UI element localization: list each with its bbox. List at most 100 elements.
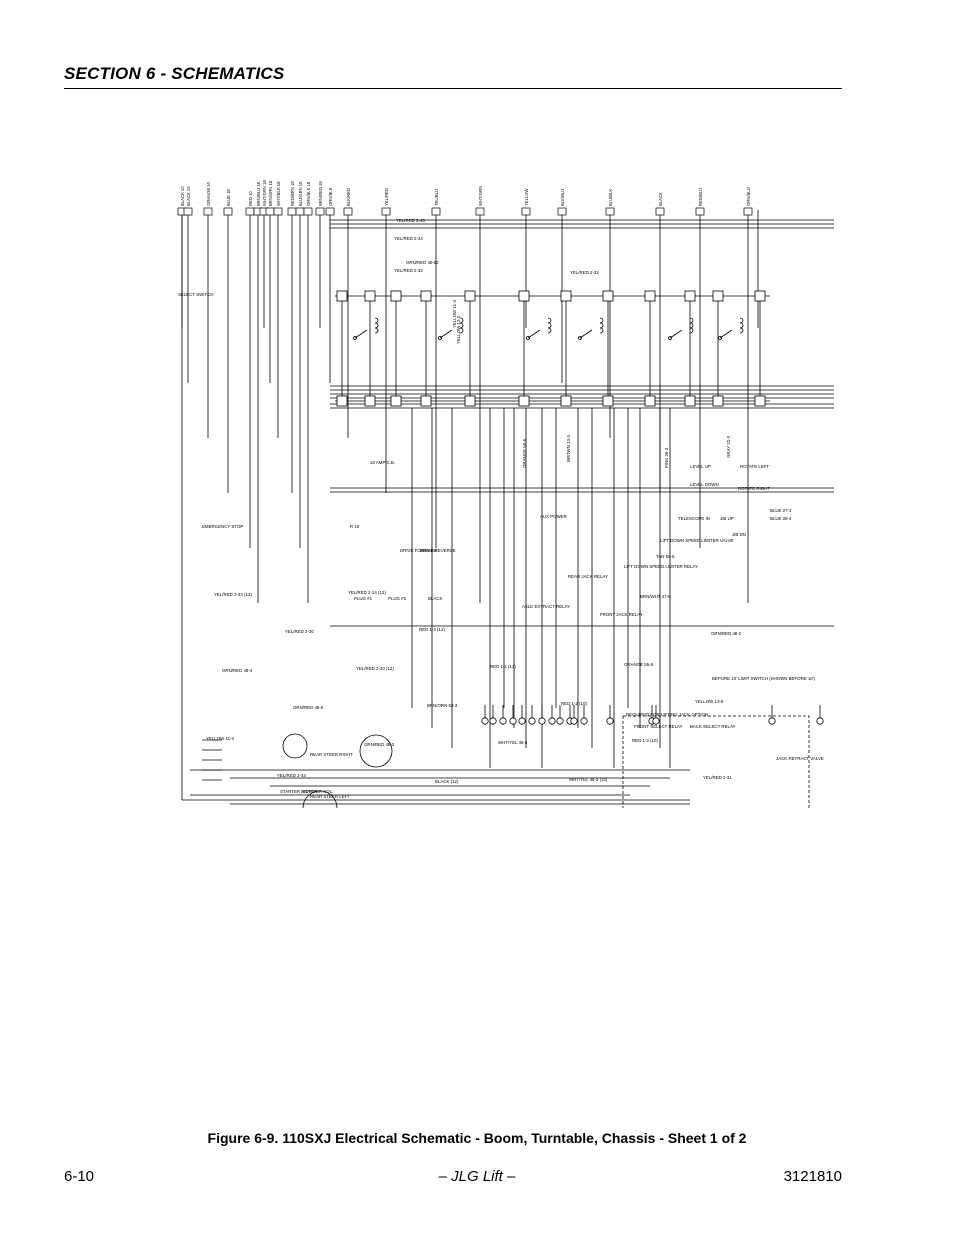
- wire-label: ORN/RED 40-52: [406, 260, 439, 265]
- connector-label: WHT/GRN 18: [262, 180, 267, 206]
- relay-coil: [739, 317, 744, 324]
- wire-label: YELLOW 11-3: [206, 736, 235, 741]
- wire-label: YEL/RED 2-34: [394, 236, 423, 241]
- terminal-box: [560, 290, 572, 302]
- device-label: FRONT JACK RELAY: [600, 612, 643, 617]
- wire-label: RED 1-1 (12): [490, 664, 516, 669]
- wire-label: ORANGE 55-5: [624, 662, 654, 667]
- relay-coil: [374, 327, 379, 334]
- terminal-post: [509, 717, 517, 725]
- connector-label: BLACK 13: [186, 186, 191, 206]
- wire-label: YEL/RED 2-22: [570, 270, 599, 275]
- connector-pin: [605, 207, 615, 216]
- terminal-post: [570, 717, 578, 725]
- device-label: JIB UP: [720, 516, 734, 521]
- terminal-box: [684, 395, 696, 407]
- connector-pin: [303, 207, 313, 216]
- wire-label: RED 1-3 (10): [632, 738, 658, 743]
- terminal-post: [768, 717, 776, 725]
- wire-label: ORN/RED 48-2: [711, 631, 742, 636]
- wire-label: YELLOW 13-5: [695, 699, 724, 704]
- terminal-box: [364, 290, 376, 302]
- pump-motor: [282, 733, 308, 759]
- wire-label: YELLOW 11-3: [452, 299, 457, 328]
- wire-label: ORN/RED 48-4: [222, 668, 253, 673]
- device-label: REAR STEER RIGHT: [310, 752, 353, 757]
- relay-contact: [579, 329, 593, 339]
- connector-pin: [557, 207, 567, 216]
- device-label: REAR JACK RELAY: [568, 574, 608, 579]
- terminal-box: [336, 290, 348, 302]
- terminal-box: [754, 290, 766, 302]
- connector-label: BLU/GRN 18: [298, 181, 303, 206]
- option-box: [622, 715, 810, 808]
- terminal-box: [420, 290, 432, 302]
- connector-pin: [381, 207, 391, 216]
- device-label: STARTER SOL.: [302, 789, 333, 794]
- wire-label: BLUE 28-4: [770, 516, 792, 521]
- connector-pin: [743, 207, 753, 216]
- connector-label: WHT/BLK 18: [276, 181, 281, 206]
- connector-label: RED 10: [248, 191, 253, 206]
- device-label: SELECT SWITCH: [178, 292, 214, 297]
- connector-pin: [203, 207, 213, 216]
- device-label: BACK SELECT RELAY: [690, 724, 736, 729]
- terminal-box: [390, 395, 402, 407]
- wire-label: BLUE 27-4: [770, 508, 792, 513]
- connector-pin: [265, 207, 275, 216]
- terminal-box: [560, 395, 572, 407]
- connector-pin: [295, 207, 305, 216]
- connector-pin: [223, 207, 233, 216]
- connector-label: ORANGE 10: [206, 181, 211, 206]
- terminal-box: [712, 395, 724, 407]
- device-label: REQUIRED FOR LIFTING JACK OPTION: [626, 712, 708, 717]
- wire-label: YEL/RED 2-33 (12): [214, 592, 252, 597]
- relay-coil: [739, 322, 744, 329]
- relay-contact: [354, 329, 368, 339]
- terminal-post: [816, 717, 824, 725]
- device-label: PLUG #2: [388, 596, 407, 601]
- relay-coil: [599, 322, 604, 329]
- relay-coil: [547, 322, 552, 329]
- header-divider: [64, 88, 842, 89]
- wire-label: BRN/ORN 53-3: [427, 703, 458, 708]
- terminal-box: [420, 395, 432, 407]
- connector-pin: [287, 207, 297, 216]
- wire-label: BLACK (12): [435, 779, 459, 784]
- relay-contact: [719, 329, 733, 339]
- relay-contact: [439, 329, 453, 339]
- device-label: TELESCOPE IN: [678, 516, 710, 521]
- wire-label: PINK 26-3: [664, 447, 669, 468]
- connector-label: BLU/BLK: [608, 189, 613, 206]
- relay-coil: [459, 327, 464, 334]
- terminal-box: [390, 290, 402, 302]
- terminal-box: [464, 290, 476, 302]
- wire-label: ORN/RED 48-3: [364, 742, 395, 747]
- device-label: PLUG #1: [354, 596, 373, 601]
- connector-pin: [273, 207, 283, 216]
- page-number: 6-10: [64, 1168, 95, 1185]
- relay-contact-dot: [718, 336, 722, 340]
- device-label: REAR STEER LEFT: [310, 794, 350, 799]
- wire-label: YEL/RED 2-40: [396, 218, 425, 223]
- connector-label: BLK/BLU: [560, 189, 565, 206]
- wire-label: YELLOW 12-2: [456, 315, 461, 344]
- relay-coil: [599, 317, 604, 324]
- terminal-post: [652, 717, 660, 725]
- terminal-box: [602, 290, 614, 302]
- relay-coil: [689, 327, 694, 334]
- connector-label: YELLOW: [524, 188, 529, 206]
- connector-label: BRN/GRN 18: [268, 180, 273, 206]
- connector-label: ORN/BLU: [746, 187, 751, 206]
- device-label: BLACK: [428, 596, 442, 601]
- relay-coil: [547, 327, 552, 334]
- wire-label: ORANGE 55-6: [522, 438, 527, 468]
- wire-label: YEL/RED 2-30: [285, 629, 314, 634]
- relay-contact-dot: [353, 336, 357, 340]
- relay-contact-dot: [668, 336, 672, 340]
- terminal-box: [364, 395, 376, 407]
- wire-label: YEL/RED 2-14 (12): [348, 590, 386, 595]
- connector-label: RED/BRN 18: [290, 181, 295, 206]
